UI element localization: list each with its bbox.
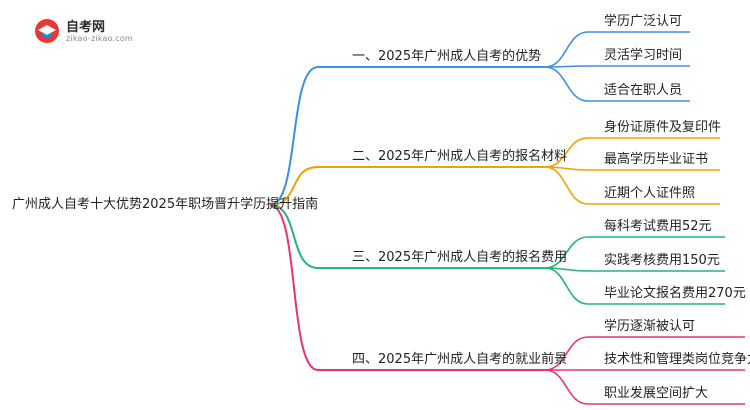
leaf-topic: 灵活学习时间 bbox=[604, 47, 682, 63]
site-logo[interactable]: 自考网 zikao-zikao.com bbox=[34, 14, 144, 50]
leaf-topic: 每科考试费用52元 bbox=[604, 218, 712, 234]
graduation-cap-icon bbox=[35, 19, 59, 43]
leaf-topic: 毕业论文报名费用270元 bbox=[604, 285, 746, 301]
mindmap-nodes: 广州成人自考十大优势2025年职场晋升学历提升指南 一、2025年广州成人自考的… bbox=[12, 13, 750, 401]
branch-topic: 四、2025年广州成人自考的就业前景 bbox=[352, 351, 567, 367]
mindmap-links bbox=[269, 31, 745, 405]
logo-url: zikao-zikao.com bbox=[66, 34, 133, 43]
leaf-link bbox=[544, 31, 589, 68]
leaf-topic: 近期个人证件照 bbox=[604, 186, 695, 201]
leaf-topic: 学历广泛认可 bbox=[604, 13, 682, 29]
leaf-link bbox=[544, 336, 589, 371]
branch-topic: 三、2025年广州成人自考的报名费用 bbox=[352, 249, 567, 265]
leaf-topic: 实践考核费用150元 bbox=[604, 253, 720, 268]
leaf-link bbox=[544, 267, 589, 305]
branch-link bbox=[269, 204, 319, 371]
branch-topic: 二、2025年广州成人自考的报名材料 bbox=[352, 148, 567, 164]
leaf-topic: 技术性和管理类岗位竞争力 bbox=[604, 351, 750, 367]
leaf-topic: 最高学历毕业证书 bbox=[604, 151, 708, 167]
leaf-link bbox=[544, 236, 589, 269]
leaf-link bbox=[544, 137, 589, 168]
root-topic: 广州成人自考十大优势2025年职场晋升学历提升指南 bbox=[12, 196, 318, 212]
leaf-link bbox=[544, 369, 589, 405]
logo-title: 自考网 bbox=[66, 20, 106, 35]
leaf-link bbox=[544, 166, 589, 205]
leaf-topic: 身份证原件及复印件 bbox=[604, 119, 721, 135]
leaf-link bbox=[544, 66, 589, 102]
leaf-topic: 适合在职人员 bbox=[604, 83, 682, 98]
branch-topic: 一、2025年广州成人自考的优势 bbox=[352, 48, 541, 64]
branch-link bbox=[269, 204, 319, 269]
leaf-topic: 学历逐渐被认可 bbox=[604, 318, 695, 334]
leaf-topic: 职业发展空间扩大 bbox=[604, 385, 708, 401]
branch-link bbox=[269, 166, 319, 206]
branch-link bbox=[269, 66, 319, 206]
